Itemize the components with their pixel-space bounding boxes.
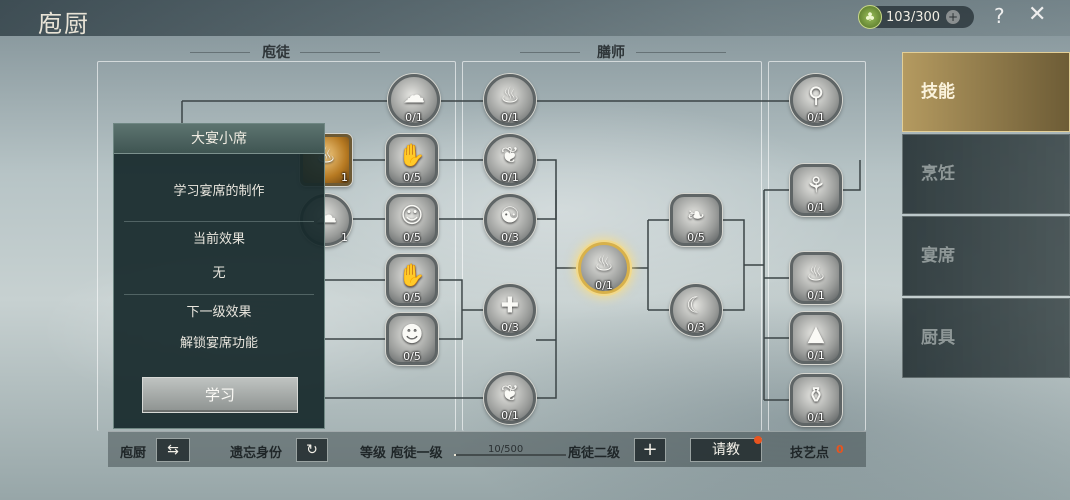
swap-arrows-icon: ⇆ <box>167 442 179 458</box>
moon-boat-icon: ☾ <box>686 293 706 319</box>
jar-icon: ⚱ <box>806 383 826 409</box>
skill-node-selected[interactable]: ♨ 0/1 <box>578 242 630 294</box>
skill-node[interactable]: ☾ 0/3 <box>670 284 722 336</box>
master-panel-frame <box>768 61 866 431</box>
skill-points-label: 技艺点 <box>790 446 830 461</box>
exp-progress-fill <box>454 454 457 456</box>
section-label-apprentice: 庖徒 <box>262 45 290 61</box>
skill-tooltip: 大宴小席 学习宴席的制作 当前效果 无 下一级效果 解锁宴席功能 学习 <box>113 123 325 429</box>
tab-cooking[interactable]: 烹饪 <box>902 134 1070 214</box>
monk-icon: ☯ <box>500 203 520 229</box>
herb-icon: ❦ <box>500 143 520 169</box>
skill-node[interactable]: ❧ 0/5 <box>670 194 722 246</box>
resource-add-button[interactable]: + <box>946 10 961 24</box>
skill-points-value: 0 <box>836 443 844 456</box>
skill-node[interactable]: ❦ 0/1 <box>484 372 536 424</box>
skill-node[interactable]: ♨ 0/1 <box>484 74 536 126</box>
mountain-dish-icon: ▲ <box>807 321 825 347</box>
tab-cookware[interactable]: 厨具 <box>902 298 1070 378</box>
roast-chicken-icon: ⚘ <box>806 173 826 199</box>
tooltip-title: 大宴小席 <box>114 124 324 154</box>
chef-panel-frame <box>462 61 762 431</box>
section-label-chef: 膳师 <box>597 45 625 61</box>
next-level-label: 庖徒二级 <box>568 446 621 461</box>
next-effect-label: 下一级效果 <box>186 305 252 320</box>
skill-node[interactable]: ✋ 0/5 <box>386 254 438 306</box>
divider <box>124 294 314 295</box>
chef-icon: ☺ <box>400 203 424 229</box>
skill-node[interactable]: ✚ 0/3 <box>484 284 536 336</box>
switch-profession-button[interactable]: ⇆ <box>156 438 190 462</box>
skill-node[interactable]: ▲ 0/1 <box>790 312 842 364</box>
tab-skills[interactable]: 技能 <box>902 52 1070 132</box>
forget-identity-label: 遗忘身份 <box>230 446 283 461</box>
skill-node[interactable]: ☁ 0/1 <box>388 74 440 126</box>
ask-button[interactable]: 请教 <box>690 438 762 462</box>
resource-value: 103/300 <box>886 9 941 25</box>
help-button[interactable]: ? <box>994 4 1005 28</box>
hands-offer-icon: ✋ <box>398 263 426 289</box>
bottom-bar: 庖厨 ⇆ 遗忘身份 ↻ 等级 庖徒一级 10/500 庖徒二级 + 请教 技艺点… <box>108 431 866 467</box>
resource-counter[interactable]: ♣ 103/300 + <box>858 5 974 29</box>
skill-node[interactable]: ⚱ 0/1 <box>790 374 842 426</box>
leaf-icon: ❦ <box>500 381 520 407</box>
skill-node[interactable]: ✋ 0/5 <box>386 134 438 186</box>
hands-icon: ✋ <box>398 143 426 169</box>
tab-banquet[interactable]: 宴席 <box>902 216 1070 296</box>
learn-button[interactable]: 学习 <box>142 377 298 413</box>
exp-progress-bar <box>454 454 566 456</box>
skill-node[interactable]: ⚲ 0/1 <box>790 74 842 126</box>
page-title: 庖厨 <box>38 10 90 38</box>
title-bar: 庖厨 ♣ 103/300 + ? ✕ <box>0 0 1070 38</box>
profession-label: 庖厨 <box>120 446 147 461</box>
spoon-icon: ⚲ <box>807 83 825 109</box>
notification-dot <box>754 436 762 444</box>
current-effect-label: 当前效果 <box>192 232 245 247</box>
skill-node[interactable]: ❦ 0/1 <box>484 134 536 186</box>
skill-node[interactable]: ☺ 0/5 <box>386 194 438 246</box>
section-divider <box>190 52 250 53</box>
skill-node[interactable]: ⚘ 0/1 <box>790 164 842 216</box>
next-effect-value: 解锁宴席功能 <box>179 336 258 351</box>
level-label: 等级 庖徒一级 <box>360 446 443 461</box>
section-divider <box>520 52 580 53</box>
section-divider <box>300 52 380 53</box>
skill-node[interactable]: ☯ 0/3 <box>484 194 536 246</box>
stew-pot-icon: ♨ <box>500 83 520 109</box>
current-effect-value: 无 <box>212 266 226 281</box>
close-button[interactable]: ✕ <box>1028 2 1047 27</box>
exp-progress-text: 10/500 <box>488 444 524 455</box>
hermit-icon: ☻ <box>400 322 424 348</box>
skill-node[interactable]: ☻ 0/5 <box>386 313 438 365</box>
skill-node[interactable]: ♨ 0/1 <box>790 252 842 304</box>
section-divider <box>636 52 726 53</box>
reset-icon: ↻ <box>306 442 318 458</box>
rice-bowl-icon: ♨ <box>806 261 826 287</box>
tooltip-description: 学习宴席的制作 <box>173 184 265 199</box>
apprentice-panel-frame <box>97 61 456 431</box>
fish-icon: ❧ <box>686 203 706 229</box>
herb-plus-icon: ✚ <box>500 293 520 319</box>
leaf-emblem-icon: ♣ <box>858 5 882 29</box>
banquet-icon: ♨ <box>594 251 614 277</box>
level-up-button[interactable]: + <box>634 438 666 462</box>
divider <box>124 221 314 222</box>
steam-bowl-icon: ☁ <box>403 83 425 109</box>
forget-identity-button[interactable]: ↻ <box>296 438 328 462</box>
